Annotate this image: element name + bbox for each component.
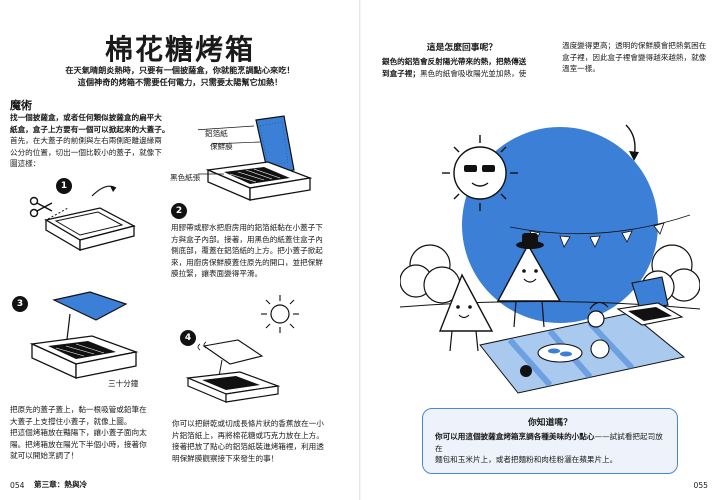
section-heading: 魔術 <box>10 99 32 112</box>
subtitle-line-2: 這個神奇的烤箱不需要任何電力，只需要太陽幫它加熱！ <box>77 77 283 87</box>
step-number-1: 1 <box>56 178 72 194</box>
page-title: 棉花糖烤箱 <box>104 33 255 66</box>
qa-text-continued: 溫度變得更高；透明的保鮮膜會把熱氣困在 盒子裡，因此盒子裡會變得越來越熱，就像 … <box>562 41 707 73</box>
right-page: 這是怎麼回事呢？ 銀色的鋁箔會反射陽光帶來的熱，把熱傳送 到盒子裡；黑色的紙會吸… <box>360 0 720 500</box>
qa-heading: 這是怎麼回事呢？ <box>426 43 498 53</box>
book-gutter <box>359 0 361 500</box>
intro-text: 找一個披薩盒，或者任何類似披薩盒的扁平大 紙盒，盒子上方要有一個可以掀起來的大蓋… <box>10 113 170 168</box>
step-number-4: 4 <box>180 330 196 346</box>
label-black-paper: 黑色紙張 <box>170 173 201 182</box>
oven-in-sun-illustration <box>185 339 281 403</box>
open-box-illustration <box>44 185 136 252</box>
label-thirty-minutes: 三十分鐘 <box>108 379 139 388</box>
step-number-2: 2 <box>171 203 187 219</box>
scissors-icon <box>29 196 53 218</box>
did-you-know-text: 你可以用這個披薩盒烤箱烹調各種美味的小點心——試試看把起司放在 麵包和玉米片上，… <box>435 432 663 464</box>
step-2-text: 用膠帶或膠水把廚房用的鋁箔紙黏在小蓋子下 方與盒子內部。接著，用黑色的紙蓋住盒子… <box>171 223 323 278</box>
step-number-3: 3 <box>12 296 28 312</box>
did-you-know-title: 你知道嗎？ <box>528 418 572 428</box>
label-wrap: 保鮮膜 <box>210 142 233 151</box>
page-number-left: 054 <box>10 481 25 490</box>
left-page: 棉花糖烤箱 在天氣晴朗炎熱時，只要有一個披薩盒，你就能烹調點心來吃！ 這個神奇的… <box>10 33 324 490</box>
box-with-foil-illustration <box>198 115 313 201</box>
subtitle-line-1: 在天氣晴朗炎熱時，只要有一個披薩盒，你就能烹調點心來吃！ <box>65 65 295 75</box>
qa-text: 銀色的鋁箔會反射陽光帶來的熱，把熱傳送 到盒子裡；黑色的紙會吸收陽光並加熱，使 <box>382 57 527 78</box>
step-3-text: 把原先的蓋子蓋上，黏一根吸管或鉛筆在 大蓋子上支撐住小蓋子，就像上圖。 把這個烤… <box>10 405 147 460</box>
picnic-scene-illustration <box>400 124 700 394</box>
page-number-right: 055 <box>693 481 709 490</box>
label-foil: 鋁箔紙 <box>205 129 228 138</box>
box-with-lid-propped-illustration <box>29 291 139 380</box>
sun-icon <box>261 295 299 333</box>
did-you-know-box: 你知道嗎？ 你可以用這個披薩盒烤箱烹調各種美味的小點心——試試看把起司放在 麵包… <box>422 408 678 474</box>
chapter-label: 第三章：熱與冷 <box>34 480 88 489</box>
step-4-text: 你可以把餅乾或切成長條片狀的香蕉放在一小 片鋁箔紙上，再將棉花糖或巧克力放在上方… <box>172 419 324 463</box>
